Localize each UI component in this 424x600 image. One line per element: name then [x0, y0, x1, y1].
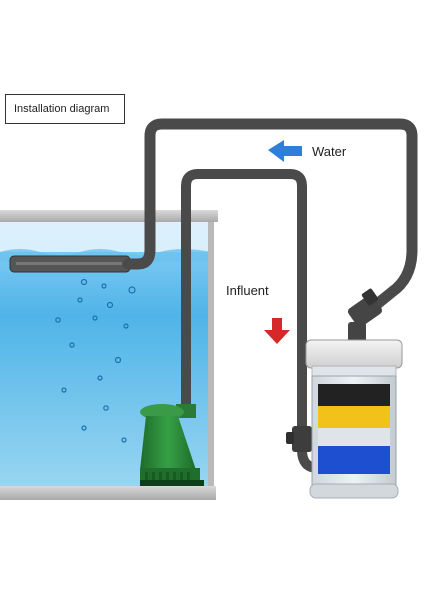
- submersible-pump: [140, 404, 204, 486]
- tank-bottom-rim: [0, 486, 216, 500]
- sponge-blue: [318, 446, 390, 474]
- air-bubbles: [55, 278, 136, 443]
- filter-lid: [305, 339, 403, 369]
- canister-filter: [305, 339, 403, 499]
- return-spray-bar: [9, 255, 131, 273]
- tank-top-rim: [0, 210, 218, 222]
- diagram-title: Installation diagram: [5, 94, 125, 124]
- sponge-yellow: [318, 406, 390, 428]
- outflow-pipe: [122, 118, 418, 324]
- outflow-valve: [347, 288, 383, 342]
- water-flow-arrow-icon: [268, 140, 302, 162]
- sponge-gap: [318, 428, 390, 446]
- influent-label: Influent: [226, 283, 269, 298]
- water-label: Water: [312, 144, 347, 159]
- inflow-pipe: [181, 169, 323, 473]
- sponge-black: [318, 384, 390, 406]
- inflow-valve: [286, 426, 312, 452]
- filter-base: [309, 483, 399, 499]
- influent-flow-arrow-icon: [264, 318, 290, 344]
- tank-right-wall: [208, 222, 214, 492]
- tank-air-gap: [0, 222, 212, 252]
